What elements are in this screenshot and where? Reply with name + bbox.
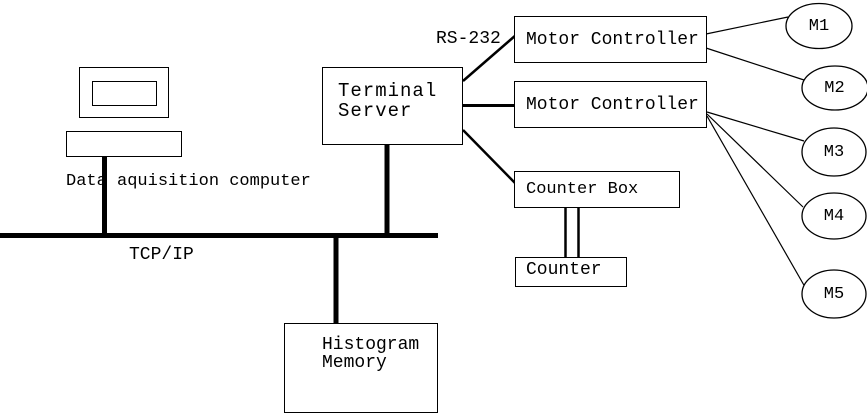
data-acquisition-computer-label: Data aquisition computer (66, 172, 311, 191)
histogram-memory-label-line1: Histogram (322, 335, 420, 355)
counter-label: Counter (526, 260, 602, 280)
computer-keyboard-icon (66, 131, 182, 157)
motor-m1-ellipse (785, 2, 853, 50)
motor-controller-1-to-m2-line (705, 47, 805, 81)
motor-m5-label: M5 (823, 284, 845, 304)
terminal-server-label-line2: Server (338, 100, 413, 122)
motor-controller-2-to-m5-line (706, 115, 806, 288)
motor-controller-1-to-m1-line (705, 16, 789, 35)
motor-controller-2-to-m3-line (706, 111, 805, 142)
motor-controller-1-label: Motor Controller (526, 29, 699, 50)
motor-m2-label: M2 (824, 78, 845, 98)
motor-m3-ellipse (801, 127, 867, 177)
motor-controller-1-node: Motor Controller (514, 16, 707, 63)
histogram-memory-node: Histogram Memory (284, 323, 438, 413)
terminal-server-to-counter-box-line (462, 129, 517, 185)
motor-m1-label: M1 (808, 16, 830, 36)
motor-m2-ellipse (801, 65, 867, 111)
motor-m3-label: M3 (823, 142, 845, 162)
computer-screen-icon (92, 81, 157, 106)
counter-node: Counter (515, 257, 627, 287)
counter-box-node: Counter Box (514, 171, 680, 208)
terminal-server-node: Terminal Server (322, 67, 463, 145)
counter-box-label: Counter Box (526, 180, 639, 199)
rs232-label: RS-232 (436, 29, 501, 49)
motor-m4-ellipse (801, 192, 867, 240)
motor-m5-ellipse (801, 269, 867, 319)
motor-m4-label: M4 (823, 206, 845, 226)
tcpip-bus-label: TCP/IP (129, 245, 194, 265)
terminal-server-label-line1: Terminal (338, 80, 438, 102)
terminal-server-to-motor-controller-1-line (462, 34, 517, 82)
motor-controller-2-label: Motor Controller (526, 94, 699, 115)
histogram-memory-label-line2: Memory (322, 353, 387, 373)
motor-controller-2-to-m4-line (706, 113, 804, 208)
motor-controller-2-node: Motor Controller (514, 81, 707, 128)
